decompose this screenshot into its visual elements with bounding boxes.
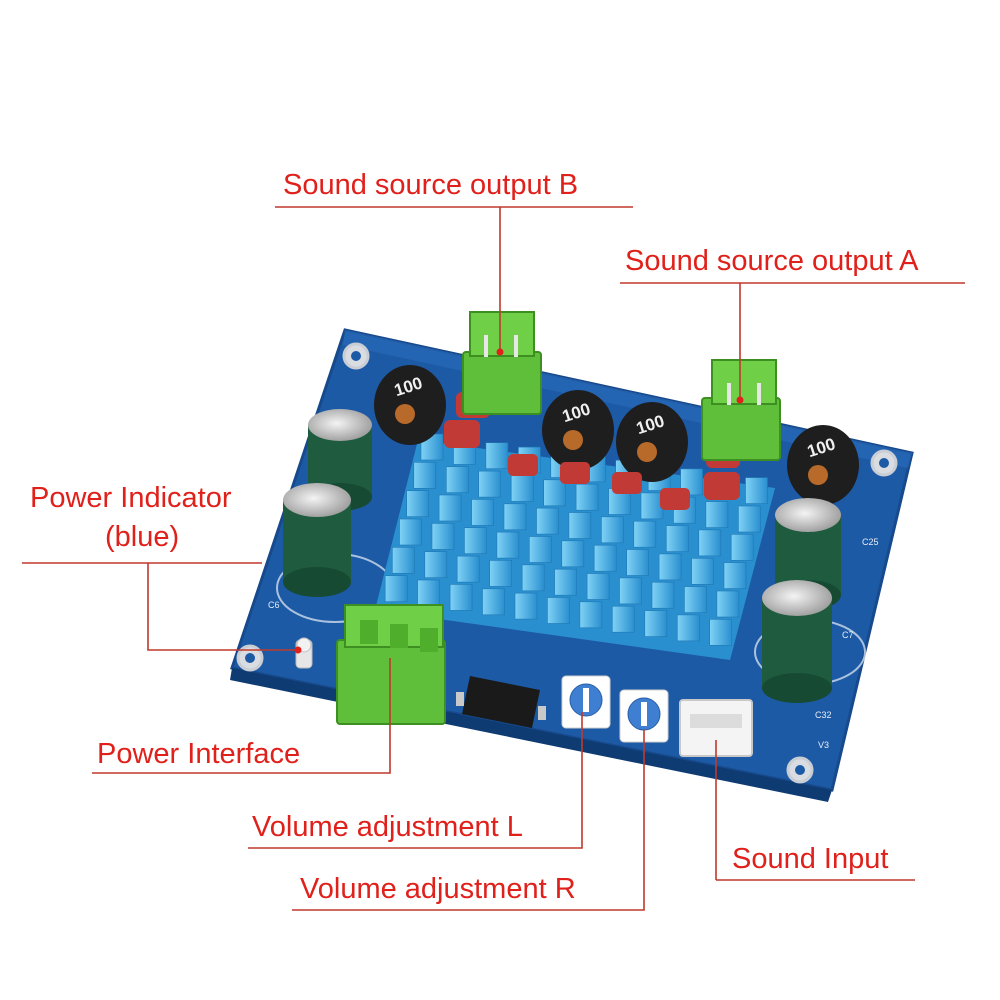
heatsink-fin [738,505,761,533]
leader-sound-output-a [620,282,965,400]
heatsink-fin [698,529,722,557]
heatsink-fin [471,499,494,526]
heatsink-fin [658,553,682,581]
heatsink-fin [640,492,664,520]
heatsink-fin [593,544,617,572]
heatsink-fin [424,551,448,579]
heatsink-fin [536,507,559,535]
label-power-indicator-color: (blue) [105,521,180,553]
leader-volume-l [248,712,583,849]
heatsink-fin [586,573,610,600]
volume-pot-l-icon [561,675,611,729]
heatsink-fin [464,527,487,555]
heatsink-fin [399,518,422,546]
heatsink-fin [482,588,505,616]
electrolytic-capacitor [762,580,832,703]
heatsink-fin [730,533,754,561]
heatsink-fin [438,494,462,522]
heatsink-fin [561,540,585,568]
inductor-icon: 100 [542,390,614,470]
heatsink-fin [456,555,480,583]
heatsink-fin [510,475,534,502]
rectifier-chip [456,676,546,728]
heatsink-fin [449,584,473,611]
silk-v3: V3 [818,740,829,750]
label-volume-r: Volume adjustment R [300,873,576,905]
heatsink-fin [665,525,689,552]
leader-power-indicator [22,562,298,651]
heatsink-fin [406,490,430,518]
label-volume-l: Volume adjustment L [252,811,523,843]
silk-c32: C32 [815,710,832,720]
heatsink-fin [684,586,707,613]
heatsink-fin [651,581,675,609]
heatsink-fin [579,601,603,629]
silk-c25: C25 [862,537,879,547]
label-sound-output-b: Sound source output B [283,169,579,201]
heatsink-fin [705,501,729,528]
heatsink-fin [431,523,455,550]
heatsink-fin [745,477,768,504]
leader-sound-input [715,740,915,881]
heatsink-fin [489,560,513,587]
mounting-hole-icon [342,342,370,370]
heatsink-fin [445,466,469,494]
silk-c6: C6 [268,600,280,610]
leader-volume-r [292,730,645,911]
silk-c7: C7 [842,630,854,640]
mounting-hole-icon [236,644,264,672]
heatsink-fin [676,614,700,642]
heatsink-fin [633,520,657,548]
sound-input-connector [679,699,753,757]
heatsink-fin [716,590,740,618]
leader-sound-output-b [275,206,633,352]
mounting-hole-icon [786,756,814,784]
heatsink-fin [417,579,440,607]
heatsink-fin [521,564,545,592]
heatsink-fin [478,470,502,498]
heatsink-fin [611,605,635,633]
heatsink-fin [547,597,570,624]
electrolytic-capacitor [283,483,351,597]
heatsink-fin [709,618,733,646]
heatsink-fin [528,536,552,563]
inductor-icon: 100 [616,402,688,482]
heatsink-fin [543,479,567,507]
heatsink-fin [413,461,437,489]
heatsink-fin [601,516,624,544]
inductor-icon: 100 [374,365,446,445]
label-sound-output-a: Sound source output A [625,245,919,277]
heatsink-fin [503,503,527,531]
heatsink-fin [568,512,592,539]
mounting-hole-icon [870,449,898,477]
heatsink-fin [391,546,415,574]
heatsink-fin [514,592,538,620]
heatsink-fin [575,483,599,511]
output-terminal-a [701,359,781,461]
heatsink-fin [619,577,642,605]
output-terminal-b [462,311,542,415]
label-power-interface: Power Interface [97,738,301,770]
heatsink-fin [496,531,520,559]
heatsink-fin [691,557,714,585]
heatsink-fin [384,575,408,603]
heatsink-fin [723,562,747,589]
label-power-indicator: Power Indicator [30,482,232,514]
heatsink-fin [554,568,577,596]
label-sound-input: Sound Input [732,843,889,875]
heatsink-fin [485,442,509,470]
leader-power-interface [92,658,391,774]
leader-lines [22,206,965,911]
heatsink-fin [626,549,650,576]
inductor-icon: 100 [787,425,859,505]
power-terminal [336,604,446,725]
heatsink-fin [644,610,668,637]
